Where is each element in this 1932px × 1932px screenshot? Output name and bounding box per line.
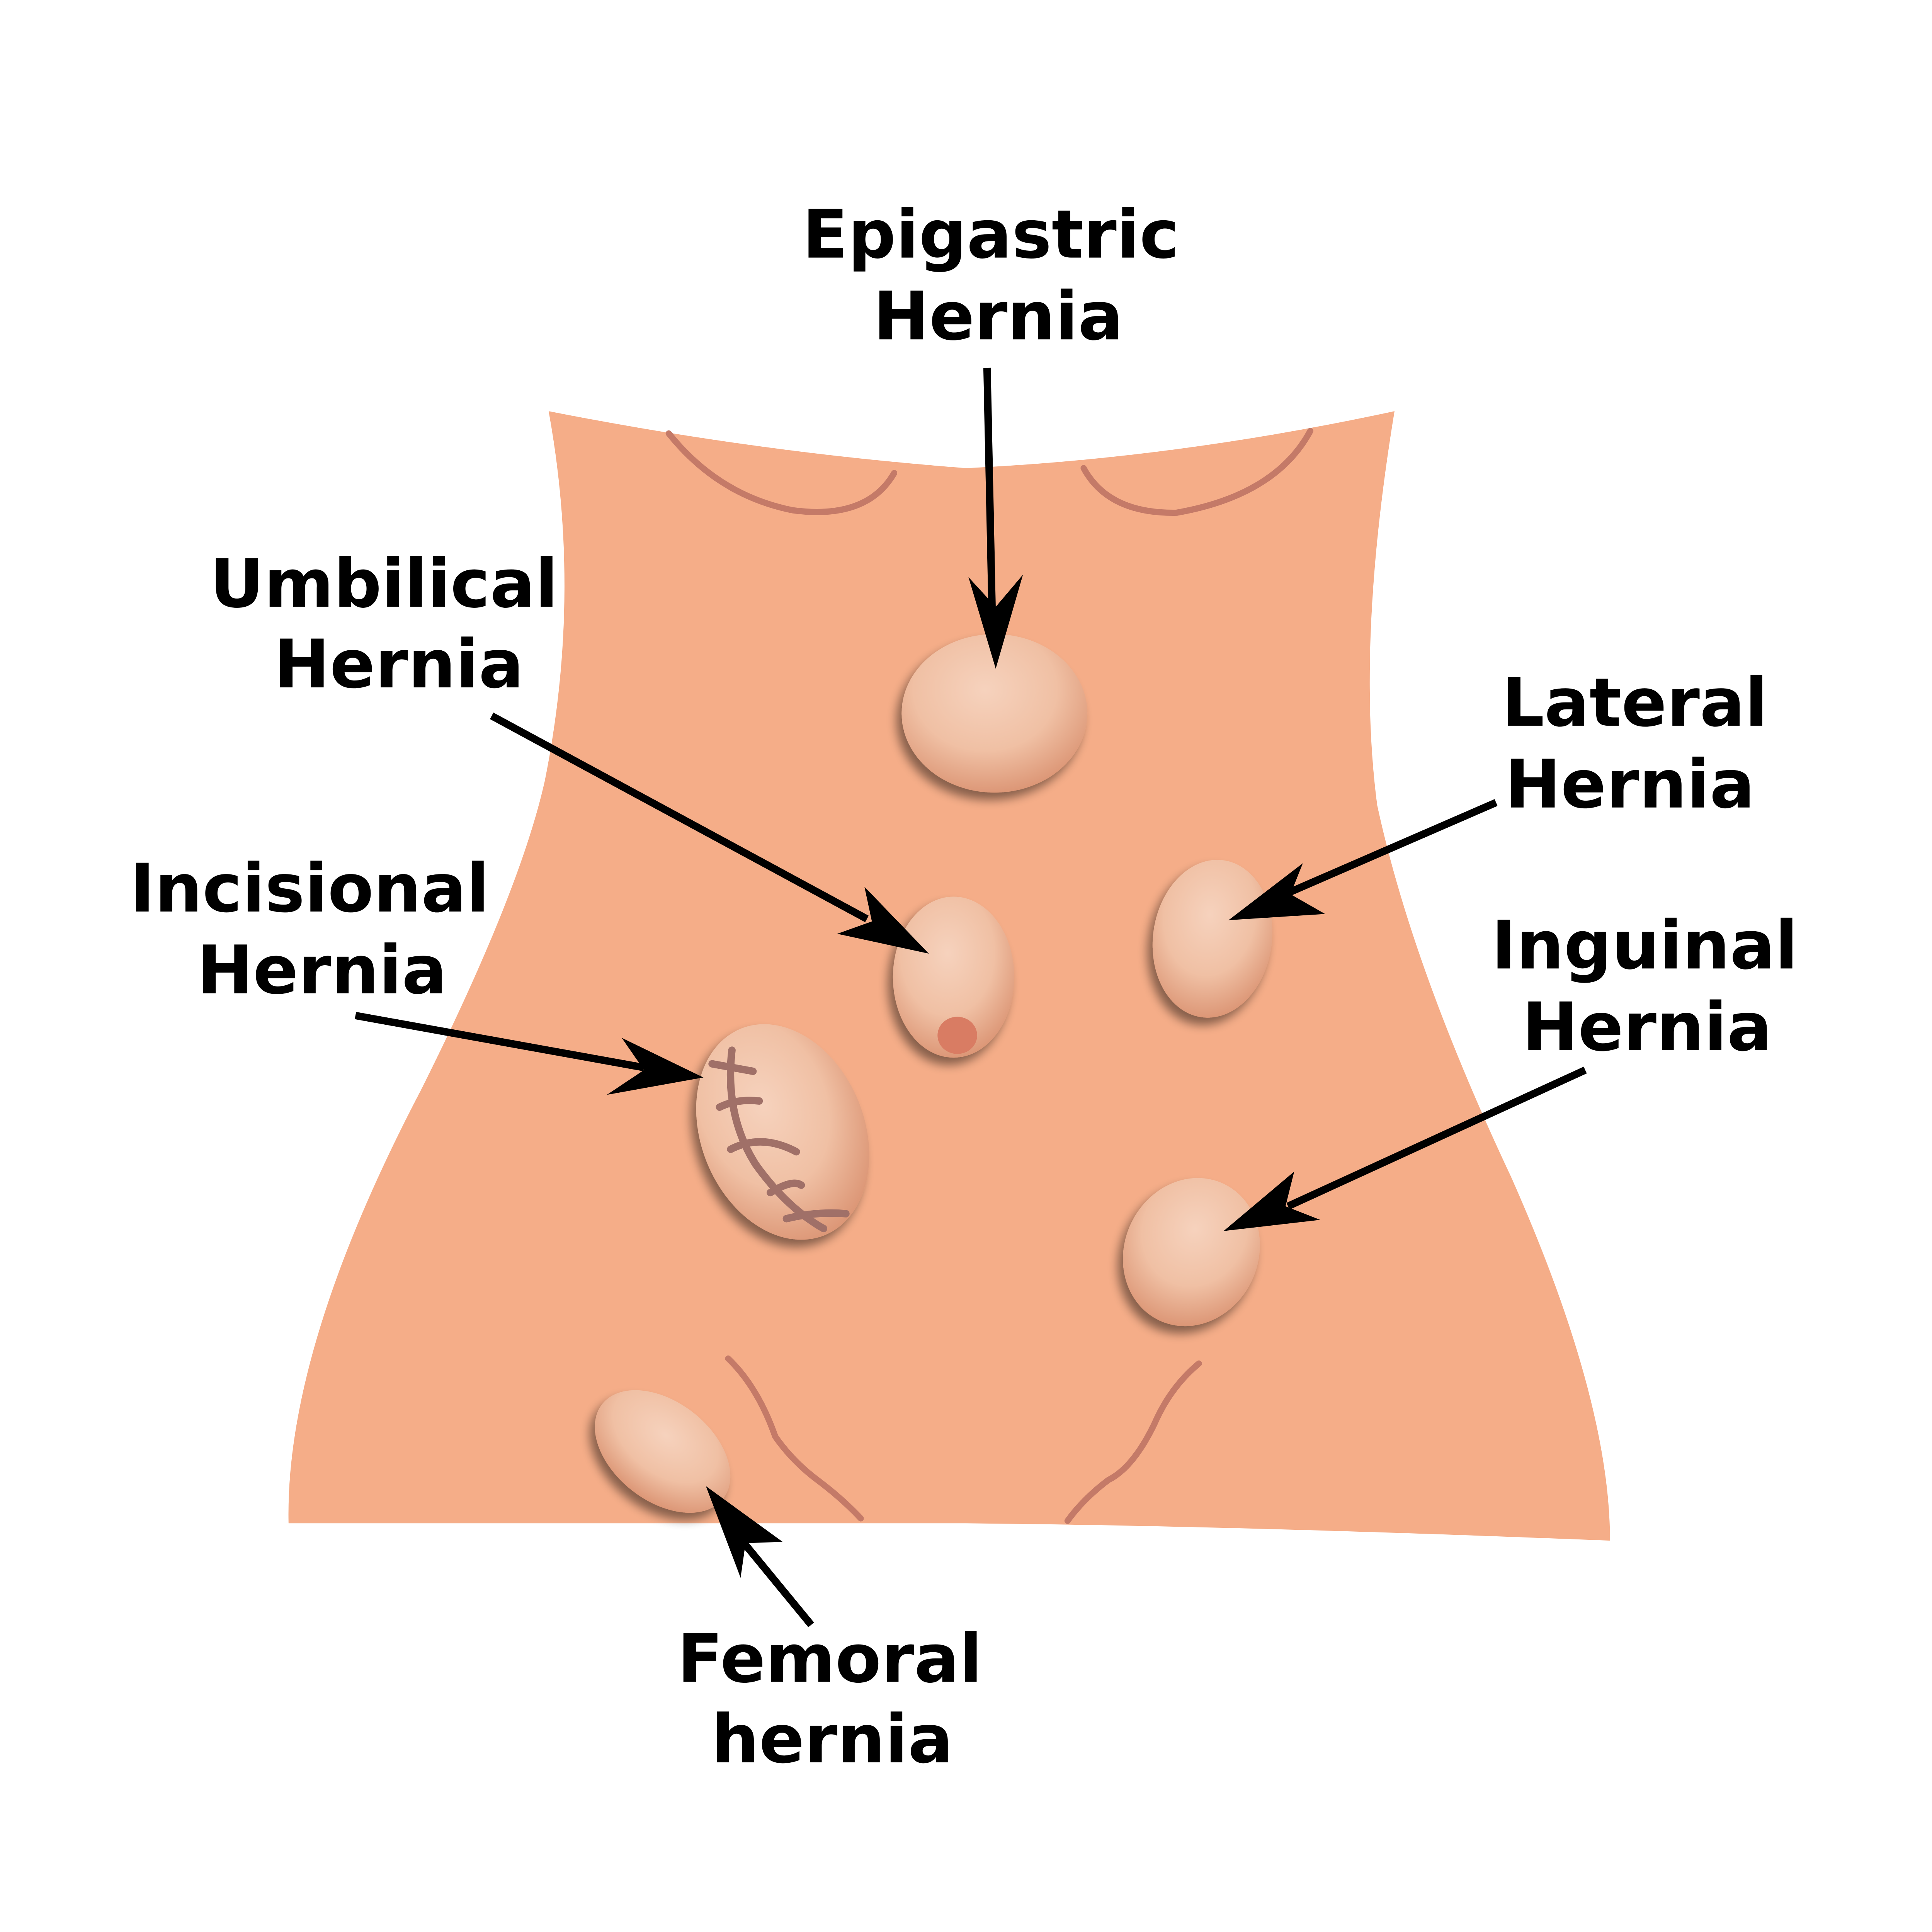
left-rib-crease [665, 430, 898, 515]
epigastric-bulge [901, 634, 1088, 793]
femoral-label-line2: hernia [711, 1700, 953, 1778]
umbilical-label-line2: Hernia [274, 625, 524, 703]
inguinal-bulge [1123, 1178, 1260, 1327]
navel [937, 1017, 977, 1054]
femoral-bulge [595, 1390, 731, 1513]
epigastric-label: Epigastric Hernia [803, 196, 1179, 355]
femoral-label: Femoral hernia [677, 1620, 982, 1778]
inguinal-arrow [1223, 1066, 1587, 1231]
right-groin-crease [1064, 1360, 1202, 1524]
epigastric-arrow [968, 367, 1023, 669]
lateral-label-line1: Lateral [1502, 663, 1768, 742]
left-groin-crease [725, 1355, 864, 1522]
inguinal-label: Inguinal Hernia [1492, 906, 1798, 1066]
right-rib-crease [1080, 428, 1314, 516]
umbilical-label-line1: Umbilical [210, 545, 558, 623]
lateral-bulge [1152, 860, 1272, 1018]
umbilical-arrow [490, 713, 929, 954]
epigastric-label-line1: Epigastric [803, 196, 1179, 274]
umbilical-bulge [893, 896, 1014, 1058]
incisional-arrow [355, 1012, 704, 1095]
incisional-bulge [696, 1024, 869, 1240]
femoral-label-line1: Femoral [677, 1620, 982, 1698]
umbilical-label: Umbilical Hernia [210, 545, 558, 703]
incisional-label-line2: Hernia [197, 931, 447, 1009]
femoral-arrow [706, 1486, 814, 1628]
lateral-label: Lateral Hernia [1502, 663, 1768, 823]
surgical-stitches [708, 1046, 850, 1233]
lateral-label-line2: Hernia [1505, 745, 1755, 823]
lateral-arrow [1228, 799, 1498, 920]
incisional-label-line1: Incisional [130, 849, 489, 927]
epigastric-label-line2: Hernia [873, 277, 1123, 355]
inguinal-label-line1: Inguinal [1492, 906, 1798, 984]
incisional-label: Incisional Hernia [130, 849, 489, 1009]
inguinal-label-line2: Hernia [1522, 988, 1772, 1066]
